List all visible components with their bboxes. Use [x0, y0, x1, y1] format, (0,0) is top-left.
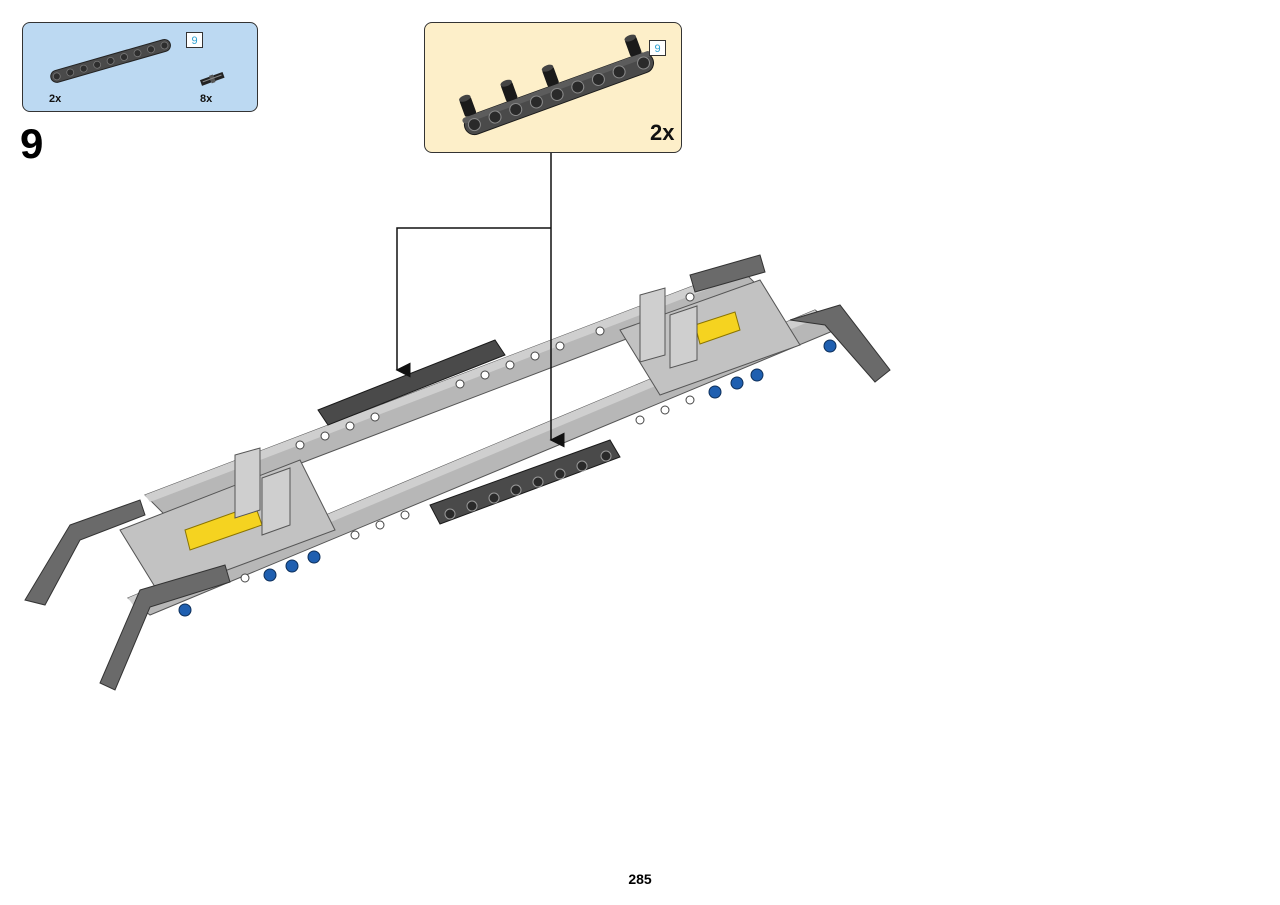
beam-length-badge: 9 — [649, 40, 666, 56]
front-cross-frame — [619, 279, 801, 396]
beam-with-pins-subassembly — [459, 34, 655, 136]
beam-9-part-icon — [50, 38, 171, 83]
new-dark-beam-back — [317, 339, 506, 426]
angled-end-beams — [24, 254, 891, 691]
rear-cross-frame — [119, 447, 336, 596]
pin-part-icon — [199, 71, 225, 86]
back-rail — [144, 267, 761, 516]
new-dark-beam-front — [429, 439, 621, 525]
step-number: 9 — [20, 120, 44, 167]
beam-length-badge: 9 — [186, 32, 203, 48]
subassembly-callout: 9 2x — [424, 22, 682, 153]
page-number: 285 — [628, 871, 652, 887]
subassembly-quantity: 2x — [650, 120, 675, 145]
callout-arrows — [395, 153, 565, 448]
beam-quantity: 2x — [49, 93, 62, 105]
parts-list-callout: 9 2x 8x — [22, 22, 258, 112]
pin-quantity: 8x — [200, 93, 213, 105]
